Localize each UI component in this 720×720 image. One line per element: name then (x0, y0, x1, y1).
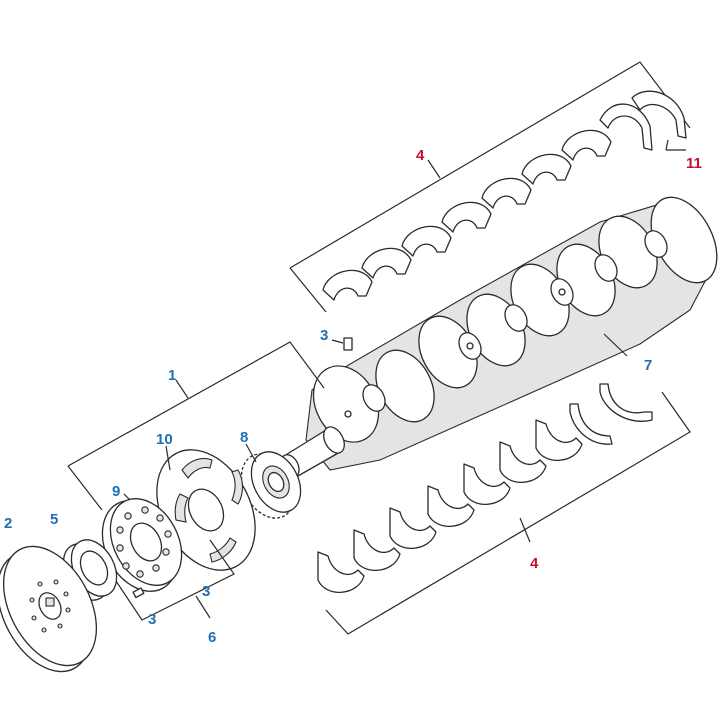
callout-3-top: 3 (320, 327, 328, 344)
upper-thrust-washer (599, 103, 653, 151)
callout-7: 7 (644, 357, 652, 374)
callout-3-mid: 3 (202, 583, 210, 600)
lower-bearing-shell (463, 463, 511, 505)
lower-bearing-shell (499, 441, 547, 483)
upper-bearing-shell (521, 153, 572, 185)
upper-bearing-shell (361, 247, 412, 279)
group-bracket-6 (109, 539, 235, 621)
upper-thrust-washer (631, 90, 687, 139)
lower-bearing-shell (353, 529, 401, 571)
damper-hub (101, 498, 183, 592)
upper-bearing-shell (481, 177, 532, 209)
upper-bearing-shell (401, 225, 452, 257)
lower-bearing-shell (427, 485, 475, 527)
callout-3-low: 3 (148, 611, 156, 628)
crankshaft-gear (240, 451, 302, 519)
dowel-pin-top (331, 337, 353, 351)
callout-1: 1 (168, 367, 176, 384)
lower-thrust-washer (569, 403, 613, 445)
lower-bearing-shell (317, 551, 365, 593)
lower-main-bearing-shells (317, 383, 653, 593)
callout-6: 6 (208, 629, 216, 646)
callout-9: 9 (112, 483, 120, 500)
group-bracket-1 (67, 341, 325, 511)
crankshaft-pulley (0, 545, 98, 673)
callout-4-upper: 4 (416, 147, 425, 164)
lower-bearing-bracket (325, 391, 691, 635)
lower-bearing-shell (535, 419, 583, 461)
callout-4-lower: 4 (530, 555, 539, 572)
lower-thrust-washer (599, 383, 653, 422)
dowel-pin-lower (132, 587, 145, 599)
callout-8: 8 (240, 429, 248, 446)
lower-bearing-shell (389, 507, 437, 549)
upper-bearing-shell (561, 129, 612, 161)
callout-10: 10 (156, 431, 173, 448)
upper-bearing-shell (322, 269, 373, 301)
crankshaft (280, 196, 718, 478)
callout-5: 5 (50, 511, 58, 528)
upper-bearing-shell (441, 201, 492, 233)
crank-plate (156, 449, 256, 571)
callout-2: 2 (4, 515, 12, 532)
callout-11: 11 (686, 155, 702, 172)
upper-main-bearing-shells (322, 90, 687, 301)
